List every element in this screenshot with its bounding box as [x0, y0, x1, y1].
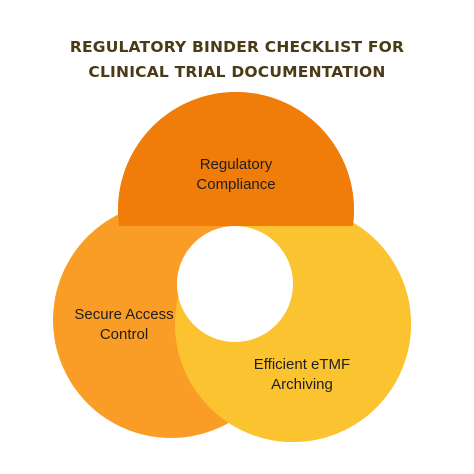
diagram-title-line2: CLINICAL TRIAL DOCUMENTATION — [88, 63, 386, 81]
label-regulatory-compliance-line1: Regulatory — [199, 156, 273, 173]
center-hole — [177, 226, 293, 342]
label-efficient-etmf-archiving: Efficient eTMF Archiving — [240, 355, 364, 395]
label-secure-access-control-line2: Control — [99, 326, 149, 343]
label-regulatory-compliance-line2: Compliance — [196, 176, 276, 193]
label-secure-access-control-line1: Secure Access — [74, 306, 174, 323]
diagram-title-line1: REGULATORY BINDER CHECKLIST FOR — [69, 38, 405, 56]
label-efficient-etmf-archiving-line1: Efficient eTMF — [253, 356, 351, 373]
label-efficient-etmf-archiving-line2: Archiving — [271, 376, 333, 393]
circle-regulatory-compliance-overlap — [118, 92, 354, 226]
label-secure-access-control: Secure Access Control — [64, 305, 184, 345]
label-regulatory-compliance: Regulatory Compliance — [186, 155, 286, 195]
